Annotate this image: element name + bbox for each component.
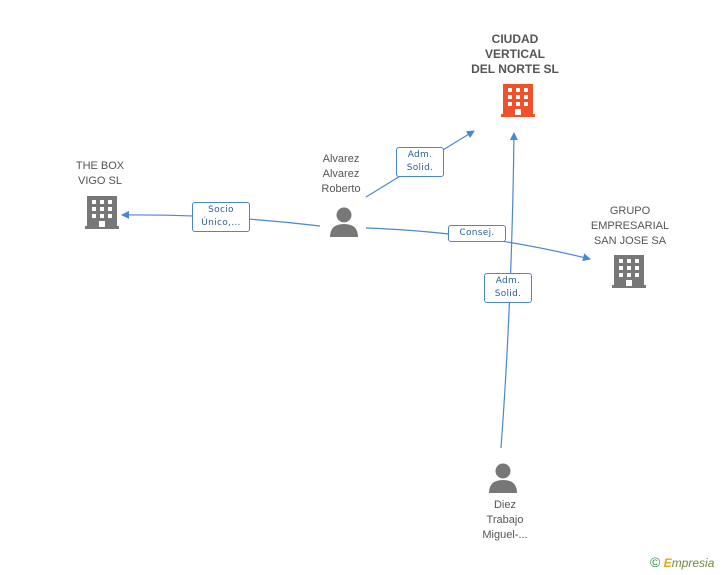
node-label-diez[interactable]: Diez Trabajo Miguel-... <box>482 499 528 541</box>
node-label-grupo-empresarial[interactable]: GRUPO EMPRESARIAL SAN JOSE SA <box>590 205 670 247</box>
person-icon[interactable] <box>330 207 358 238</box>
edge-label-adm-solid[interactable]: Adm. Solid. <box>396 147 444 177</box>
building-icon[interactable] <box>85 196 119 229</box>
edge-label-consej[interactable]: Consej. <box>448 225 506 242</box>
edge-label-adm-solid[interactable]: Adm. Solid. <box>484 273 532 303</box>
brand-logo[interactable]: Empresia <box>663 556 715 570</box>
copyright-icon: © <box>650 554 661 570</box>
person-icon[interactable] <box>489 463 517 494</box>
node-label-the-box[interactable]: THE BOX VIGO SL <box>75 160 125 187</box>
node-label-alvarez[interactable]: Alvarez Alvarez Roberto <box>321 153 361 195</box>
node-label-ciudad-vertical[interactable]: CIUDAD VERTICAL DEL NORTE SL <box>471 32 559 76</box>
building-icon[interactable] <box>501 84 535 117</box>
building-icon[interactable] <box>612 255 646 288</box>
edge-label-socio-unico[interactable]: Socio Único,... <box>192 202 250 232</box>
footer-brand: © Empresia <box>650 554 714 570</box>
